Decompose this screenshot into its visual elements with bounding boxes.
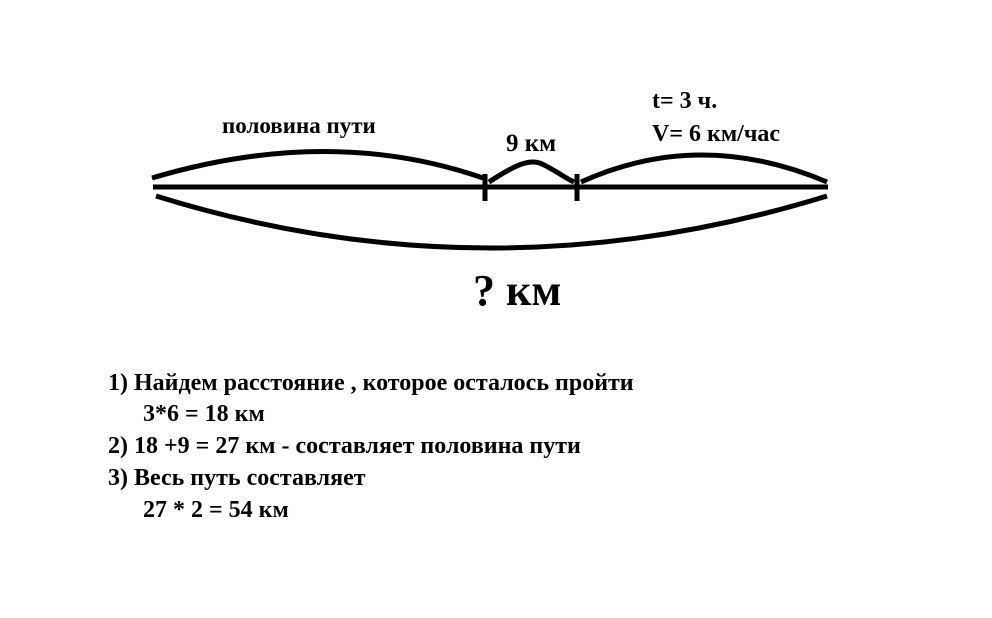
remaining-brace — [579, 152, 828, 185]
half-path-brace — [151, 149, 484, 181]
solution-step-3-calc: 27 * 2 = 54 км — [143, 497, 289, 523]
segment-brace — [487, 159, 576, 185]
half-path-label: половина пути — [222, 113, 376, 138]
segment-label: 9 км — [506, 130, 556, 157]
total-label: ? км — [473, 266, 561, 315]
total-brace — [155, 193, 828, 251]
solution-step-1: 1) Найдем расстояние , которое осталось … — [108, 370, 634, 396]
solution-step-3: 3) Весь путь составляет — [108, 465, 366, 491]
speed-label: V= 6 км/час — [652, 121, 780, 147]
solution-step-2: 2) 18 +9 = 27 км - составляет половина п… — [108, 433, 581, 459]
time-label: t= 3 ч. — [652, 88, 717, 114]
solution-step-1-calc: 3*6 = 18 км — [143, 401, 265, 427]
